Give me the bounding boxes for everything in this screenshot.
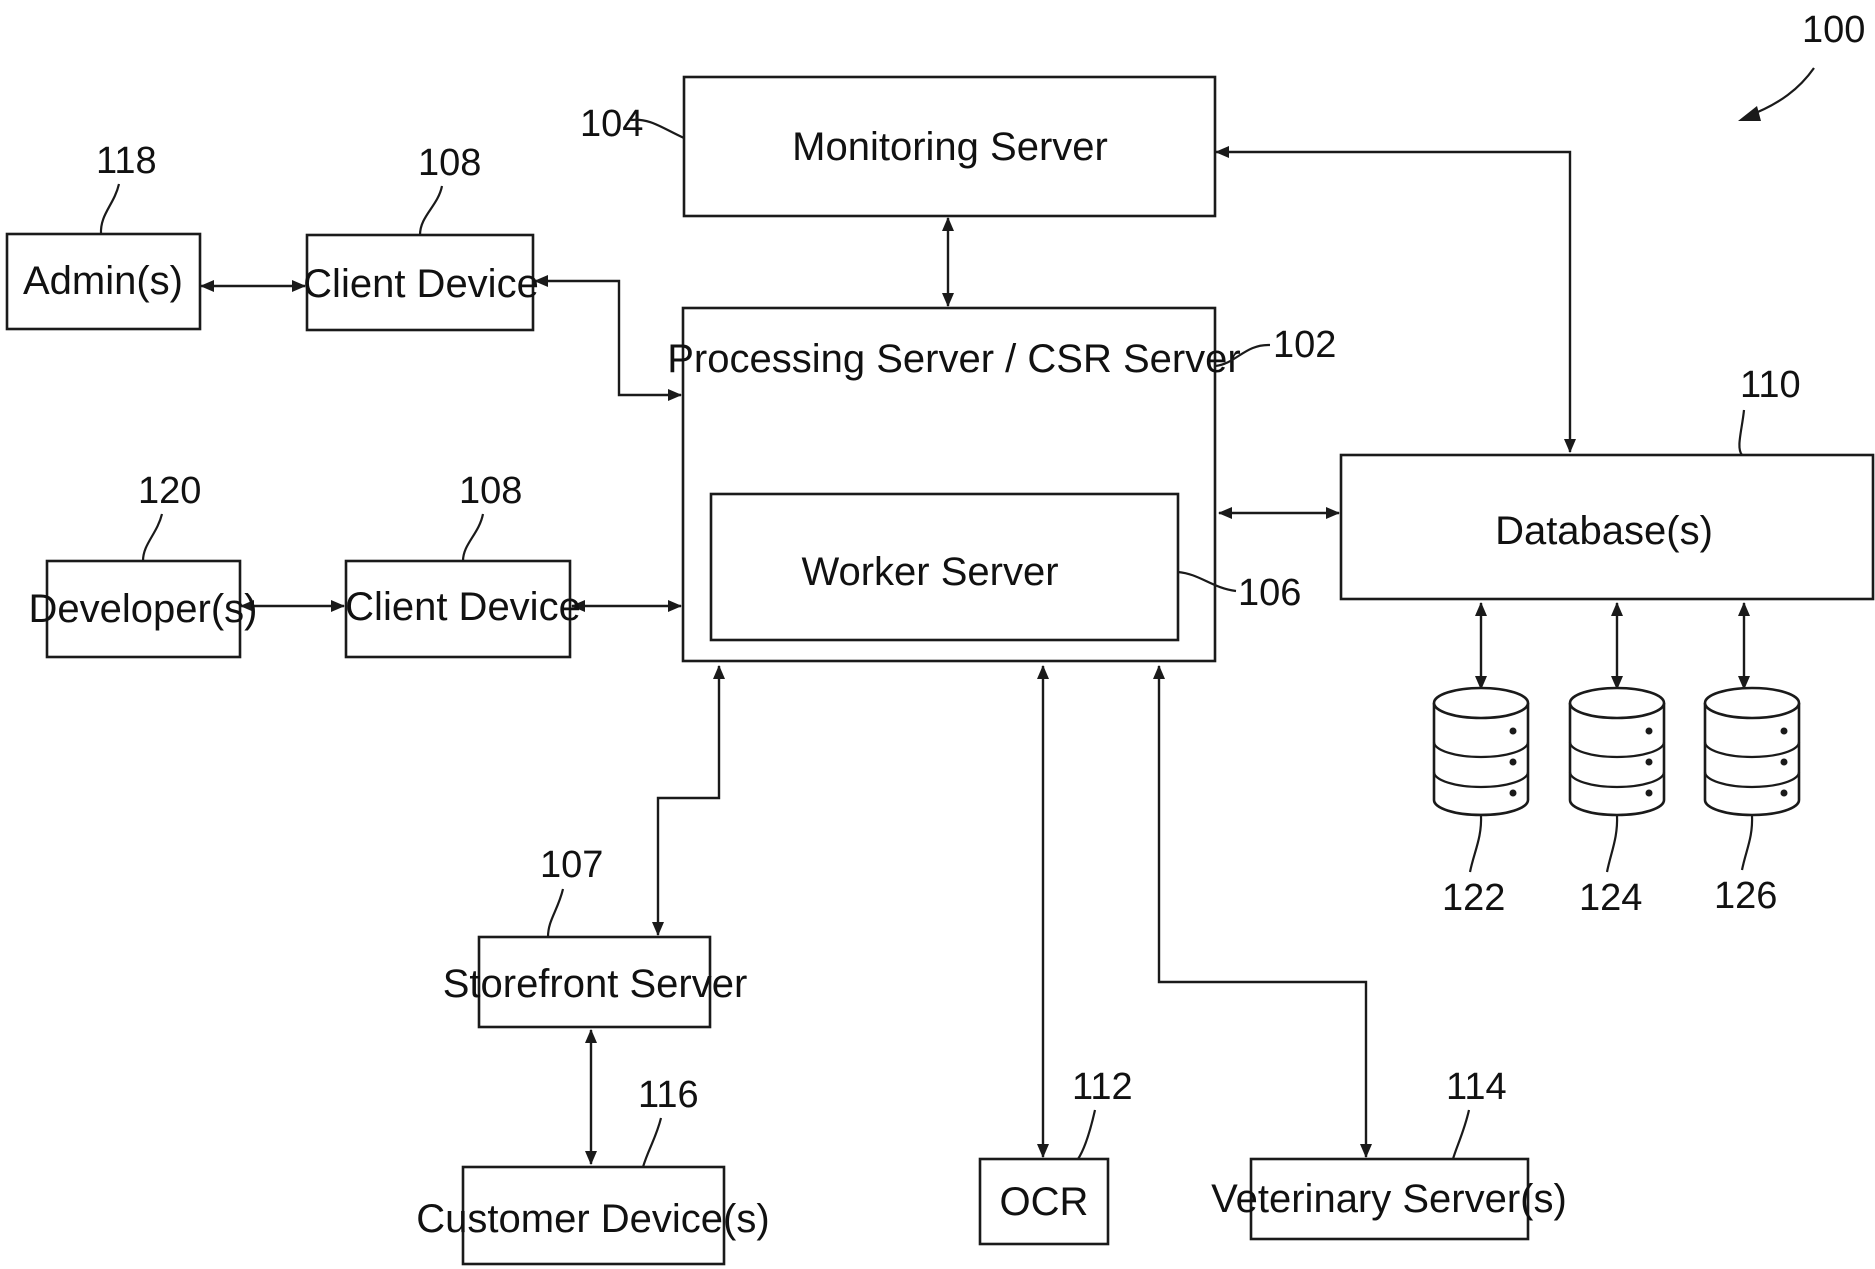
developers-ref: 120	[138, 470, 201, 512]
processing-server-ref: 102	[1273, 324, 1336, 366]
client-device-admin-label: Client Device	[303, 262, 539, 306]
storefront-server: Storefront Server 107	[443, 844, 748, 1029]
storage-db-124: 124	[1568, 686, 1666, 919]
storefront-server-leader	[546, 888, 565, 938]
storefront-server-ref: 107	[540, 844, 603, 886]
conn-monitoring-database	[1215, 146, 1576, 453]
worker-server-label: Worker Server	[801, 550, 1058, 594]
db-122-ref: 122	[1442, 877, 1505, 919]
veterinary-servers-ref: 114	[1446, 1066, 1507, 1108]
storefront-server-label: Storefront Server	[443, 962, 748, 1006]
developers-label: Developer(s)	[29, 587, 258, 631]
processing-server-leader	[1214, 343, 1271, 368]
developers-leader	[141, 513, 164, 562]
client-device-admin-ref: 108	[418, 142, 481, 184]
db-122-icon	[1432, 686, 1530, 817]
db-126-ref: 126	[1714, 875, 1777, 917]
figure-ref-arrowhead	[1738, 106, 1761, 121]
conn-processing-storefront	[652, 665, 725, 936]
admins-leader	[99, 183, 121, 235]
conn-client-admin-processing	[534, 275, 682, 401]
admins-ref: 118	[96, 140, 157, 182]
ocr-ref: 112	[1072, 1066, 1133, 1108]
database-label: Database(s)	[1495, 509, 1713, 553]
monitoring-server-label: Monitoring Server	[792, 125, 1108, 169]
figure-ref: 100	[1738, 9, 1865, 121]
client-device-admin-leader	[418, 185, 444, 236]
customer-devices-label: Customer Device(s)	[416, 1197, 769, 1241]
figure-number: 100	[1802, 9, 1865, 51]
storage-db-122: 122	[1432, 686, 1530, 919]
veterinary-servers-leader	[1451, 1109, 1471, 1160]
processing-server: Processing Server / CSR Server 102 Worke…	[667, 306, 1336, 663]
db-122-leader	[1468, 814, 1483, 873]
veterinary-servers-label: Veterinary Server(s)	[1211, 1177, 1567, 1221]
veterinary-servers: Veterinary Server(s) 114	[1211, 1066, 1567, 1241]
admins: Admin(s) 118	[5, 140, 202, 331]
monitoring-server-leader	[630, 118, 685, 140]
storage-db-126: 126	[1703, 686, 1801, 917]
conn-processing-veterinary	[1153, 665, 1372, 1158]
database: Database(s) 110	[1339, 364, 1875, 601]
customer-devices-ref: 116	[638, 1074, 699, 1116]
database-leader	[1738, 409, 1746, 456]
worker-server-leader	[1177, 570, 1237, 593]
customer-devices-leader	[641, 1117, 663, 1168]
db-126-leader	[1740, 814, 1754, 871]
ocr: OCR 112	[978, 1066, 1133, 1246]
figure-ref-leader	[1747, 67, 1815, 118]
db-124-ref: 124	[1579, 877, 1642, 919]
admins-label: Admin(s)	[23, 259, 183, 303]
client-device-dev-leader	[461, 513, 485, 562]
database-ref: 110	[1740, 364, 1801, 406]
connectors	[200, 146, 1750, 1165]
customer-devices: Customer Device(s) 116	[416, 1074, 770, 1266]
client-device-dev-label: Client Device	[345, 585, 581, 629]
client-device-admin: Client Device 108	[303, 142, 539, 332]
db-126-icon	[1703, 686, 1801, 817]
db-124-icon	[1568, 686, 1666, 817]
worker-server: Worker Server 106	[709, 492, 1301, 642]
processing-server-label: Processing Server / CSR Server	[667, 337, 1241, 381]
ocr-leader	[1077, 1109, 1097, 1160]
client-device-dev-ref: 108	[459, 470, 522, 512]
client-device-dev: Client Device 108	[344, 470, 581, 659]
developers: Developer(s) 120	[29, 470, 258, 659]
monitoring-server: Monitoring Server 104	[580, 75, 1217, 218]
db-124-leader	[1605, 814, 1619, 873]
monitoring-server-ref: 104	[580, 103, 643, 145]
worker-server-ref: 106	[1238, 572, 1301, 614]
ocr-label: OCR	[1000, 1180, 1089, 1224]
